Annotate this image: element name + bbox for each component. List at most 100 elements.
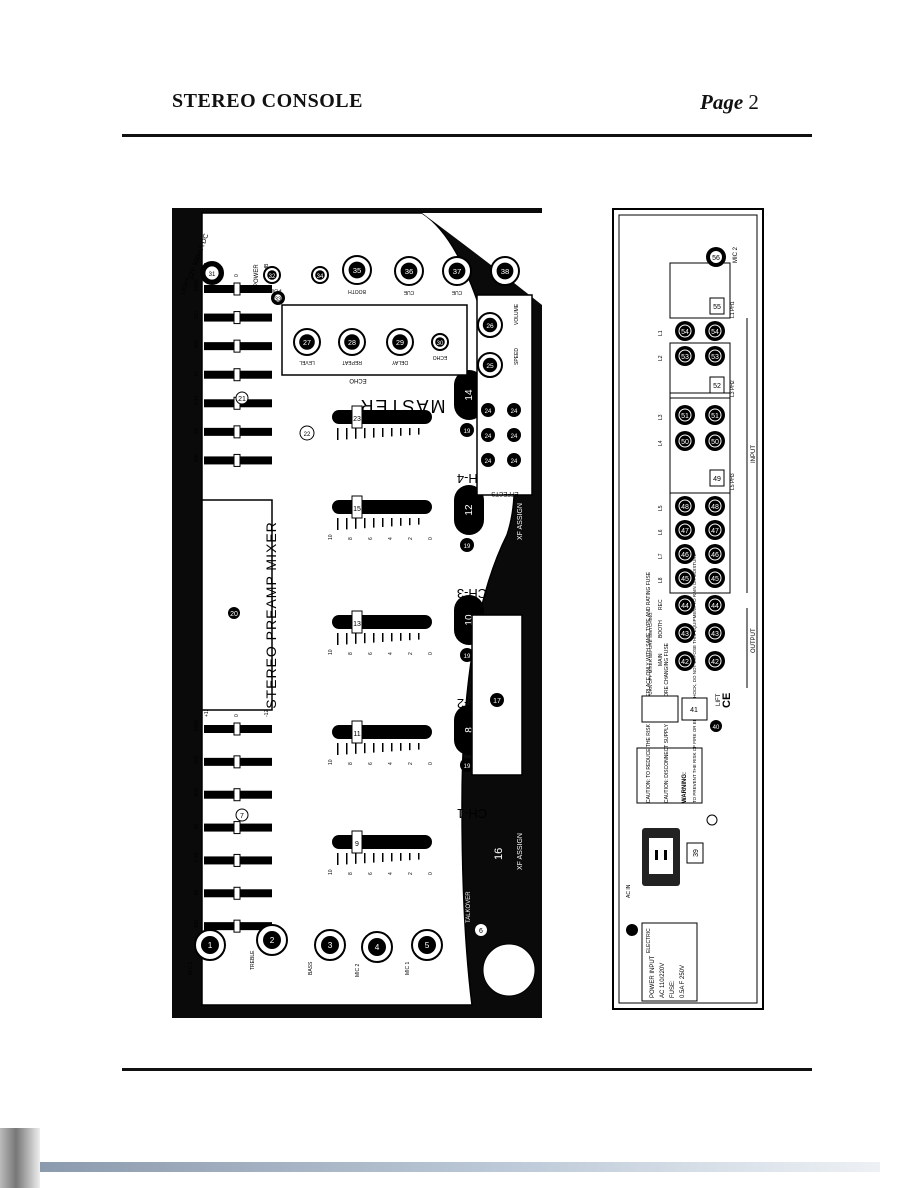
channel-fader-knob[interactable] [351, 610, 363, 634]
echo-knob-cap [435, 337, 445, 347]
page-number: Page 2 [700, 90, 759, 115]
channel-fader-knob[interactable] [351, 830, 363, 854]
power-label: POWER [254, 264, 260, 287]
fader-scale-tick [391, 743, 393, 752]
top-knob-cap [274, 294, 282, 302]
master-scale-tick [409, 428, 411, 436]
warning-box [636, 747, 703, 804]
lift-switch[interactable] [681, 697, 708, 721]
fader-scale-label: 2 [408, 762, 414, 765]
effects-button-callout: 24 [485, 459, 492, 465]
eq-left-slider-knob [233, 722, 241, 736]
fader-scale-tick [337, 853, 339, 865]
channel-fader-knob[interactable] [351, 720, 363, 744]
eq-right-band-label: 16K [194, 453, 200, 463]
fader-scale-tick [400, 853, 402, 861]
mic2-callout: 56 [712, 255, 720, 262]
top-knob-label: BOOTH [348, 288, 366, 294]
output-jack-left-callout: 44 [681, 603, 689, 610]
scan-bottom-edge [40, 1162, 880, 1172]
light-label: LIGHT [180, 277, 192, 296]
effects-button[interactable] [507, 453, 521, 467]
channel-fader-knob[interactable] [351, 495, 363, 519]
echo-knob-callout: 29 [396, 339, 404, 347]
left-knob-label: BASS [308, 961, 314, 975]
phono-ground-label: L5 PH3 [730, 473, 736, 490]
echo-knob-label: DELAY [391, 359, 408, 365]
channel-cue-button[interactable] [460, 648, 474, 662]
channel-cue-callout: 19 [464, 544, 471, 550]
eq-right-band-label: 1K [194, 370, 200, 377]
echo-knob-label: ECHO [433, 354, 448, 360]
bend-callout: 22 [304, 432, 311, 438]
fader-scale-tick [409, 518, 411, 526]
top-knob-cap [496, 262, 514, 280]
fader-scale-tick [382, 743, 384, 752]
eq-left-db-label: 0 [234, 714, 240, 717]
eq-left-band-label: 6K [194, 889, 200, 896]
effects-button[interactable] [507, 403, 521, 417]
channel-cue-button[interactable] [460, 538, 474, 552]
effects-button[interactable] [481, 428, 495, 442]
top-knob-group: 37 [442, 256, 472, 286]
phono-ground-callout: 55 [713, 304, 721, 311]
left-knob-callout: 4 [375, 943, 380, 952]
input-jack-label: L3 [658, 414, 664, 420]
top-knob-cap [267, 270, 277, 280]
input-jack-left-callout: 48 [681, 504, 689, 511]
left-knob-cap [368, 938, 386, 956]
left-knob-group: 5 [411, 929, 443, 961]
channel-input-selector[interactable] [454, 485, 484, 535]
input-jack-right-ring [708, 349, 722, 363]
eq-right-slider-knob [233, 425, 241, 439]
input-jack-left-callout: 53 [681, 354, 689, 361]
echo-knob-group: 28 [338, 328, 366, 356]
eq-right-band-label: 400 [194, 340, 200, 349]
eq-left-slider-knob [233, 821, 241, 835]
output-jack-left-ring [678, 654, 692, 668]
input-jack-right-callout: 45 [711, 576, 719, 583]
fader-scale-label: 8 [348, 762, 354, 765]
fader-scale-tick [418, 633, 420, 640]
power-input-line: AC 110/220V [660, 963, 666, 998]
input-jack-right-ring [708, 523, 722, 537]
talkover-button[interactable] [482, 943, 536, 997]
master-scale-tick [391, 428, 393, 437]
fader-scale-tick [418, 853, 420, 860]
left-knob-label: TREBLE [250, 950, 256, 970]
effects-button[interactable] [481, 403, 495, 417]
left-knob-callout: 2 [270, 936, 275, 945]
channel-cue-callout: 19 [464, 429, 471, 435]
fader-scale-tick [355, 518, 357, 529]
master-fader-knob[interactable] [351, 405, 363, 429]
top-knob-callout: 31 [209, 272, 216, 278]
ac-inlet-face [649, 838, 673, 874]
talkover-label: TALKOVER [466, 891, 472, 923]
output-jack-label: MAIN [658, 653, 664, 666]
electric-label: ELECTRIC [646, 928, 652, 953]
effects-label: EFFECTS [491, 490, 518, 496]
eq-left-callout-marker [235, 808, 249, 822]
input-jack-left-ring [678, 324, 692, 338]
input-jack-right-ring [708, 547, 722, 561]
effects-button-callout: 24 [511, 434, 518, 440]
volume-knob-callout: 25 [486, 363, 494, 370]
effects-button[interactable] [507, 428, 521, 442]
fader-scale-tick [382, 853, 384, 862]
fader-scale-label: 0 [428, 872, 434, 875]
channel-cue-button[interactable] [460, 423, 474, 437]
fader-scale-tick [337, 633, 339, 645]
channel-cue-button[interactable] [460, 758, 474, 772]
echo-knob-callout: 27 [303, 339, 311, 347]
fader-scale-label: 8 [348, 872, 354, 875]
master-fader-slot [332, 410, 432, 424]
fader-scale-tick [409, 633, 411, 641]
talkover-callout-marker [475, 924, 487, 936]
phono-ground-label: L3 PH2 [730, 380, 736, 397]
effects-button[interactable] [481, 453, 495, 467]
master-scale-tick [364, 428, 366, 439]
echo-knob-label: LEVEL [299, 359, 315, 365]
top-knob-cap [400, 262, 418, 280]
left-knob-cap [201, 936, 219, 954]
top-knob-callout: 37 [453, 267, 462, 276]
